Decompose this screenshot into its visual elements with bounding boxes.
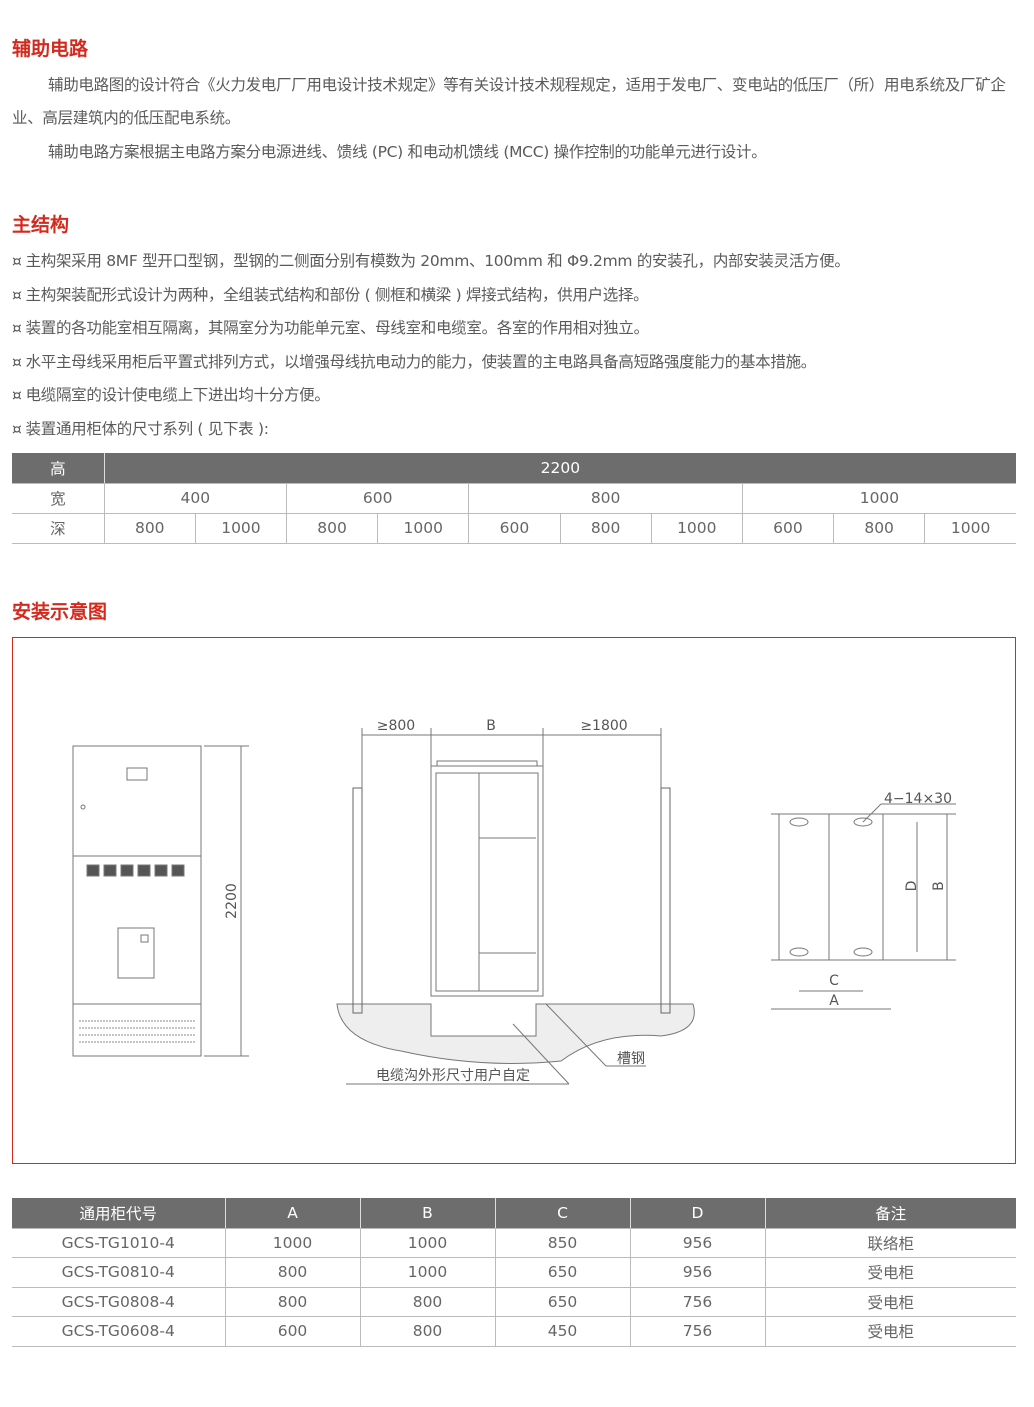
dim-a-label: A (829, 993, 839, 1009)
column-header: A (224, 1198, 360, 1229)
table-cell: 800 (224, 1257, 360, 1288)
table-cell: 756 (629, 1316, 765, 1347)
table-cell: 600 (224, 1316, 360, 1347)
depth-cell: 800 (103, 513, 196, 544)
depth-cell: 800 (559, 513, 652, 544)
cabinet-side-view: ≥800 B ≥1800 电缆沟外形尺寸用户自定 槽钢 (336, 718, 695, 1085)
depth-cell: 800 (286, 513, 378, 544)
column-header: D (629, 1198, 765, 1229)
depth-cell: 1000 (194, 513, 287, 544)
bullet-icon: ¤ (12, 252, 22, 270)
section-title-installation: 安装示意图 (12, 601, 108, 623)
width-cell: 600 (286, 483, 469, 514)
column-header: B (359, 1198, 495, 1229)
table-cell: GCS-TG0810-4 (12, 1257, 225, 1288)
depth-label: 深 (12, 513, 105, 544)
item-text: 电缆隔室的设计使电缆上下进出均十分方便。 (25, 386, 330, 404)
table-cell: 756 (629, 1287, 765, 1317)
aux-para-2: 辅助电路方案根据主电路方案分电源进线、馈线 (PC) 和电动机馈线 (MCC) … (48, 143, 767, 161)
bullet-icon: ¤ (12, 285, 22, 304)
table-cell: 650 (494, 1257, 630, 1288)
bullet-icon: ¤ (12, 352, 22, 371)
table-cell: 受电柜 (764, 1257, 1016, 1288)
table-cell: 956 (629, 1228, 765, 1258)
cabinet-front-view: 2200 (72, 745, 249, 1057)
table-cell: GCS-TG1010-4 (12, 1228, 225, 1258)
table-cell: 1000 (224, 1228, 360, 1258)
structure-list-item: ¤水平主母线采用柜后平置式排列方式，以增强母线抗电动力的能力，使装置的主电路具备… (12, 350, 816, 372)
column-header: 通用柜代号 (12, 1198, 225, 1229)
table-cell: 受电柜 (764, 1287, 1016, 1317)
table-cell: 800 (359, 1316, 495, 1347)
item-text: 装置通用柜体的尺寸系列 ( 见下表 ): (25, 419, 269, 438)
depth-cell: 800 (833, 513, 925, 544)
structure-list-item: ¤主构架装配形式设计为两种，全组装式结构和部份 ( 侧框和横梁 ) 焊接式结构，… (12, 283, 649, 305)
width-cell: 800 (468, 483, 743, 514)
bullet-icon: ¤ (12, 419, 22, 438)
structure-list-item: ¤装置的各功能室相互隔离，其隔室分为功能单元室、母线室和电缆室。各室的作用相对独… (12, 316, 649, 338)
depth-cell: 600 (468, 513, 561, 544)
width-label: 宽 (12, 483, 105, 514)
column-header: 备注 (764, 1198, 1016, 1229)
table-cell: 联络柜 (764, 1228, 1016, 1258)
height-dimension: 2200 (224, 883, 240, 919)
item-text: 装置的各功能室相互隔离，其隔室分为功能单元室、母线室和电缆室。各室的作用相对独立… (25, 319, 650, 337)
depth-b-label: B (486, 718, 496, 734)
table-cell: 800 (359, 1287, 495, 1317)
clearance-front-label: ≥800 (377, 718, 415, 734)
table-cell: GCS-TG0608-4 (12, 1316, 225, 1347)
depth-cell: 1000 (924, 513, 1016, 544)
structure-list-item: ¤主构架采用 8MF 型开口型钢，型钢的二侧面分别有模数为 20mm、100mm… (12, 249, 850, 271)
table-cell: 1000 (359, 1257, 495, 1288)
structure-list-item: ¤电缆隔室的设计使电缆上下进出均十分方便。 (12, 383, 330, 405)
width-cell: 1000 (741, 483, 1016, 514)
section-title-aux-circuit: 辅助电路 (12, 38, 89, 60)
item-text: 主构架装配形式设计为两种，全组装式结构和部份 ( 侧框和横梁 ) 焊接式结构，供… (25, 285, 649, 304)
table-cell: 800 (224, 1287, 360, 1317)
depth-cell: 1000 (650, 513, 743, 544)
section-title-main-structure: 主结构 (12, 214, 70, 236)
table-cell: 受电柜 (764, 1316, 1016, 1347)
depth-cell: 600 (741, 513, 834, 544)
bullet-icon: ¤ (12, 386, 22, 404)
dim-b-label: B (931, 881, 947, 891)
table-cell: 450 (494, 1316, 630, 1347)
column-header: C (494, 1198, 630, 1229)
dim-d-label: D (904, 881, 920, 892)
table-cell: 956 (629, 1257, 765, 1288)
item-text: 水平主母线采用柜后平置式排列方式，以增强母线抗电动力的能力，使装置的主电路具备高… (25, 352, 817, 371)
aux-para-1: 辅助电路图的设计符合《火力发电厂厂用电设计技术规定》等有关设计技术规程规定，适用… (12, 76, 1006, 127)
height-value: 2200 (103, 453, 1016, 484)
width-cell: 400 (103, 483, 287, 514)
table-cell: 850 (494, 1228, 630, 1258)
table-cell: 1000 (359, 1228, 495, 1258)
height-label: 高 (12, 453, 105, 484)
dim-c-label: C (829, 973, 839, 989)
depth-cell: 1000 (377, 513, 469, 544)
table-cell: GCS-TG0808-4 (12, 1287, 225, 1317)
bullet-icon: ¤ (12, 319, 22, 337)
channel-steel-label: 槽钢 (617, 1051, 645, 1067)
trench-note: 电缆沟外形尺寸用户自定 (376, 1067, 530, 1084)
installation-diagram: 2200 ≥800 B ≥1800 电缆沟外形尺寸用户自定 槽钢 4−14×30… (12, 637, 1016, 1164)
item-text: 主构架采用 8MF 型开口型钢，型钢的二侧面分别有模数为 20mm、100mm … (25, 252, 850, 270)
clearance-rear-label: ≥1800 (580, 718, 627, 734)
structure-list-item: ¤装置通用柜体的尺寸系列 ( 见下表 ): (12, 417, 269, 439)
holes-label: 4−14×30 (884, 791, 952, 807)
table-cell: 650 (494, 1287, 630, 1317)
base-plan-view: 4−14×30 C A D B (771, 791, 956, 1010)
